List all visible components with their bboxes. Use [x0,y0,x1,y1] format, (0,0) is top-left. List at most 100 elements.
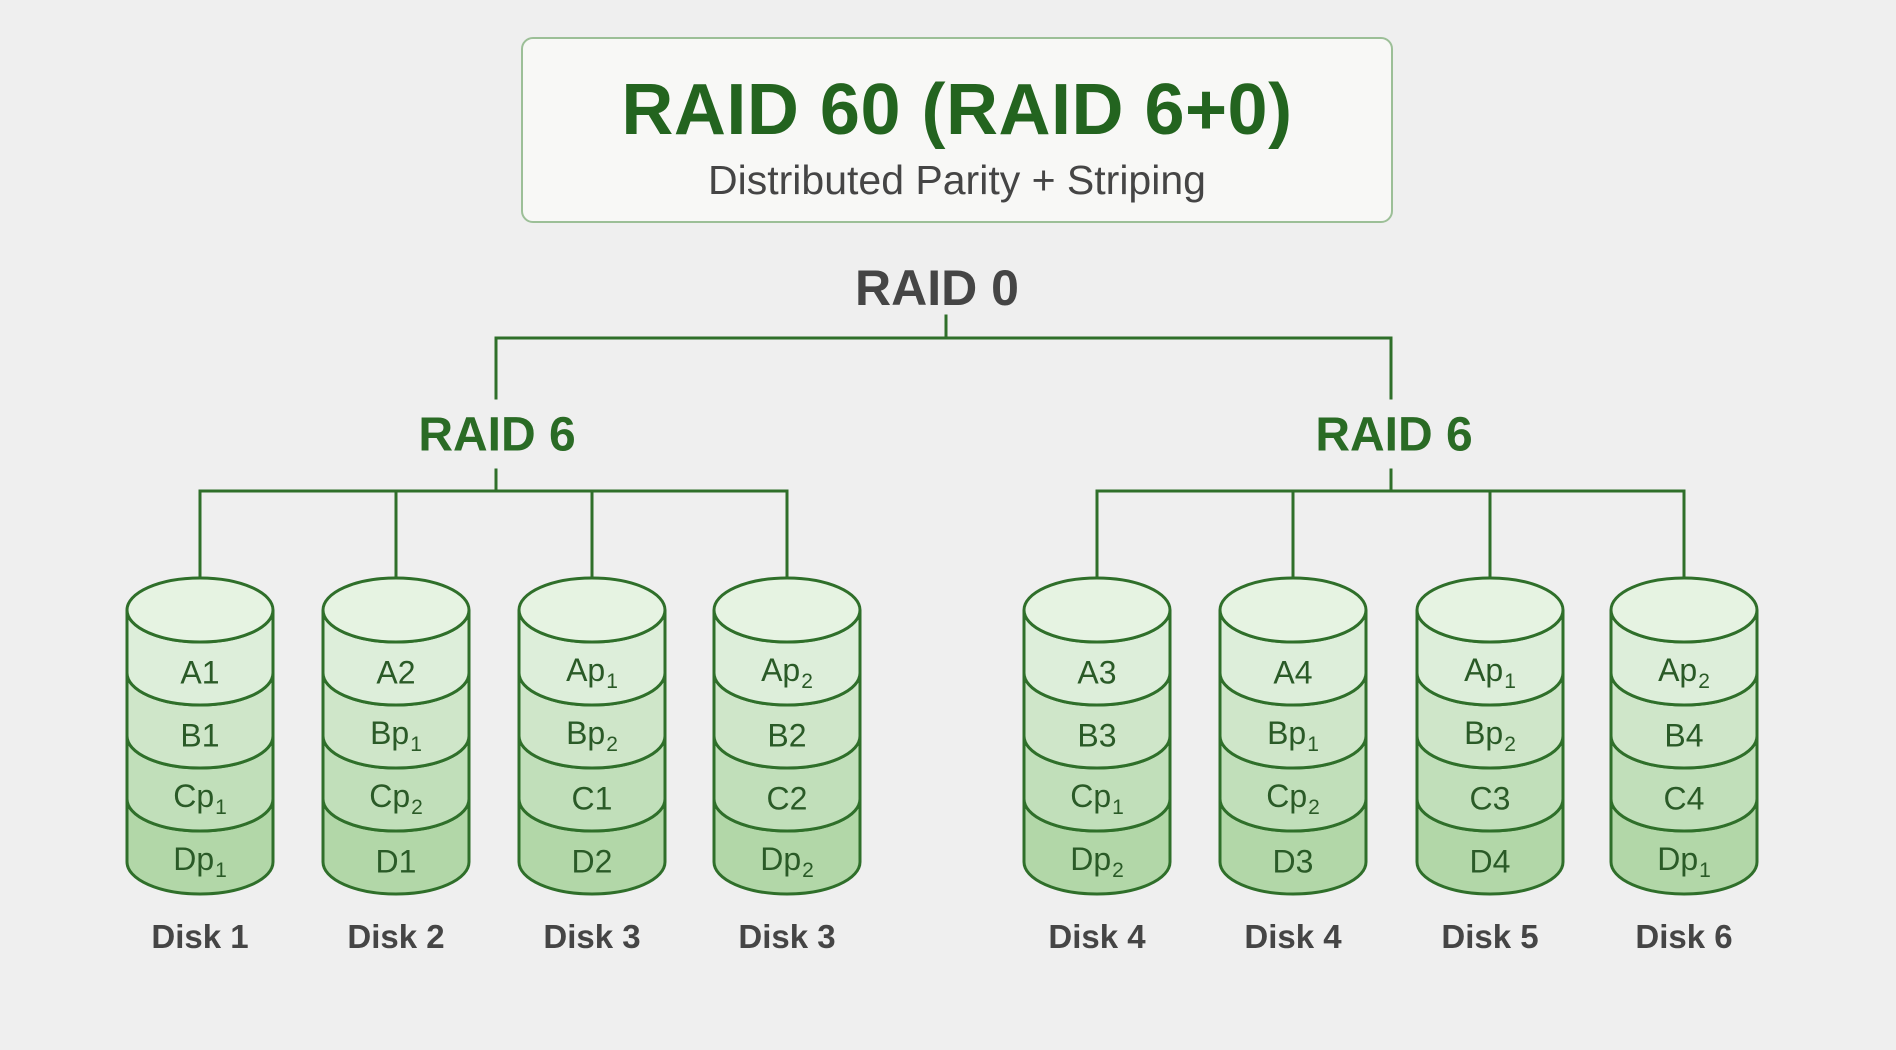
block-subscript: 2 [801,670,813,693]
disk-block-label: D3 [1273,844,1314,881]
block-subscript: 2 [606,733,618,756]
block-subscript: 1 [1699,859,1711,882]
disk-block-label: Bp1 [370,715,422,757]
block-text: Ap [1464,652,1504,688]
disk-block-label: C1 [572,781,613,818]
block-subscript: 2 [1112,859,1124,882]
block-text: Ap [761,652,801,688]
block-subscript: 2 [802,859,814,882]
disk-block-label: A1 [180,655,219,692]
block-text: Cp [1266,778,1308,814]
disk-block-label: B2 [767,718,806,755]
block-text: A4 [1273,654,1313,691]
block-text: C3 [1469,780,1511,817]
disk-label: Disk 4 [1244,918,1342,955]
block-text: A1 [180,654,220,691]
block-subscript: 2 [1698,670,1710,693]
disk-block-label: C3 [1470,781,1511,818]
disk-block-label: Dp2 [760,841,814,883]
disk-block-label: B1 [180,718,219,755]
block-subscript: 2 [1504,733,1516,756]
block-text: Cp [369,778,411,814]
block-text: B2 [767,717,807,754]
block-text: Ap [566,652,606,688]
raid6-label-right: RAID 6 [1315,408,1473,462]
block-subscript: 1 [606,670,618,693]
disk-top-cap [712,576,862,644]
disk-block-label: Ap1 [1464,652,1516,694]
disk-block-label: Cp1 [173,778,227,820]
disk-label: Disk 1 [151,918,249,955]
block-subscript: 2 [1308,796,1320,819]
disk-block-label: C4 [1664,781,1705,818]
block-subscript: 1 [1307,733,1319,756]
block-text: B4 [1664,717,1704,754]
disk-block-label: Ap2 [1658,652,1710,694]
disk-label: Disk 3 [543,918,641,955]
disk-block-label: Cp1 [1070,778,1124,820]
diagram-subtitle: Distributed Parity + Striping [708,157,1206,203]
block-text: Dp [1657,841,1699,877]
disk-block-label: Ap1 [566,652,618,694]
disk-block-label: Ap2 [761,652,813,694]
block-text: Bp [370,715,410,751]
disk-block-label: C2 [767,781,808,818]
disk-label: Disk 6 [1635,918,1733,955]
block-text: B3 [1077,717,1117,754]
block-text: C1 [571,780,613,817]
block-text: Bp [566,715,606,751]
disk-block-label: D4 [1470,844,1511,881]
raid6-label-left: RAID 6 [418,408,576,462]
block-text: D4 [1469,843,1511,880]
block-text: Bp [1464,715,1504,751]
block-text: D3 [1272,843,1314,880]
block-text: Cp [173,778,215,814]
disk-top-cap [517,576,667,644]
block-text: Cp [1070,778,1112,814]
disk-block-label: Bp2 [1464,715,1516,757]
disk-block-label: A3 [1077,655,1116,692]
disk-label: Disk 3 [738,918,836,955]
block-text: D2 [571,843,613,880]
disk-top-cap [321,576,471,644]
block-subscript: 2 [411,796,423,819]
title-box: RAID 60 (RAID 6+0) Distributed Parity + … [521,37,1393,223]
block-text: A2 [376,654,416,691]
block-subscript: 1 [215,859,227,882]
disk-block-label: Cp2 [369,778,423,820]
disk-top-cap [1609,576,1759,644]
block-text: A3 [1077,654,1117,691]
disk-block-label: D1 [376,844,417,881]
disk-block-label: Bp1 [1267,715,1319,757]
block-text: B1 [180,717,220,754]
disk-block-label: Dp2 [1070,841,1124,883]
block-text: Ap [1658,652,1698,688]
block-text: Dp [1070,841,1112,877]
block-subscript: 1 [410,733,422,756]
disk-block-label: Bp2 [566,715,618,757]
disk-block-label: Cp2 [1266,778,1320,820]
block-text: C4 [1663,780,1705,817]
disk-block-label: Dp1 [173,841,227,883]
disk-label: Disk 4 [1048,918,1146,955]
block-text: D1 [375,843,417,880]
disk-block-label: B3 [1077,718,1116,755]
block-subscript: 1 [1112,796,1124,819]
disk-top-cap [125,576,275,644]
disk-label: Disk 5 [1441,918,1539,955]
disk-top-cap [1218,576,1368,644]
block-subscript: 1 [1504,670,1516,693]
block-text: Dp [760,841,802,877]
block-text: C2 [766,780,808,817]
disk-top-cap [1415,576,1565,644]
block-text: Bp [1267,715,1307,751]
disk-block-label: Dp1 [1657,841,1711,883]
disk-block-label: A2 [376,655,415,692]
disk-label: Disk 2 [347,918,445,955]
disk-block-label: D2 [572,844,613,881]
block-text: Dp [173,841,215,877]
block-subscript: 1 [215,796,227,819]
disk-block-label: B4 [1664,718,1703,755]
